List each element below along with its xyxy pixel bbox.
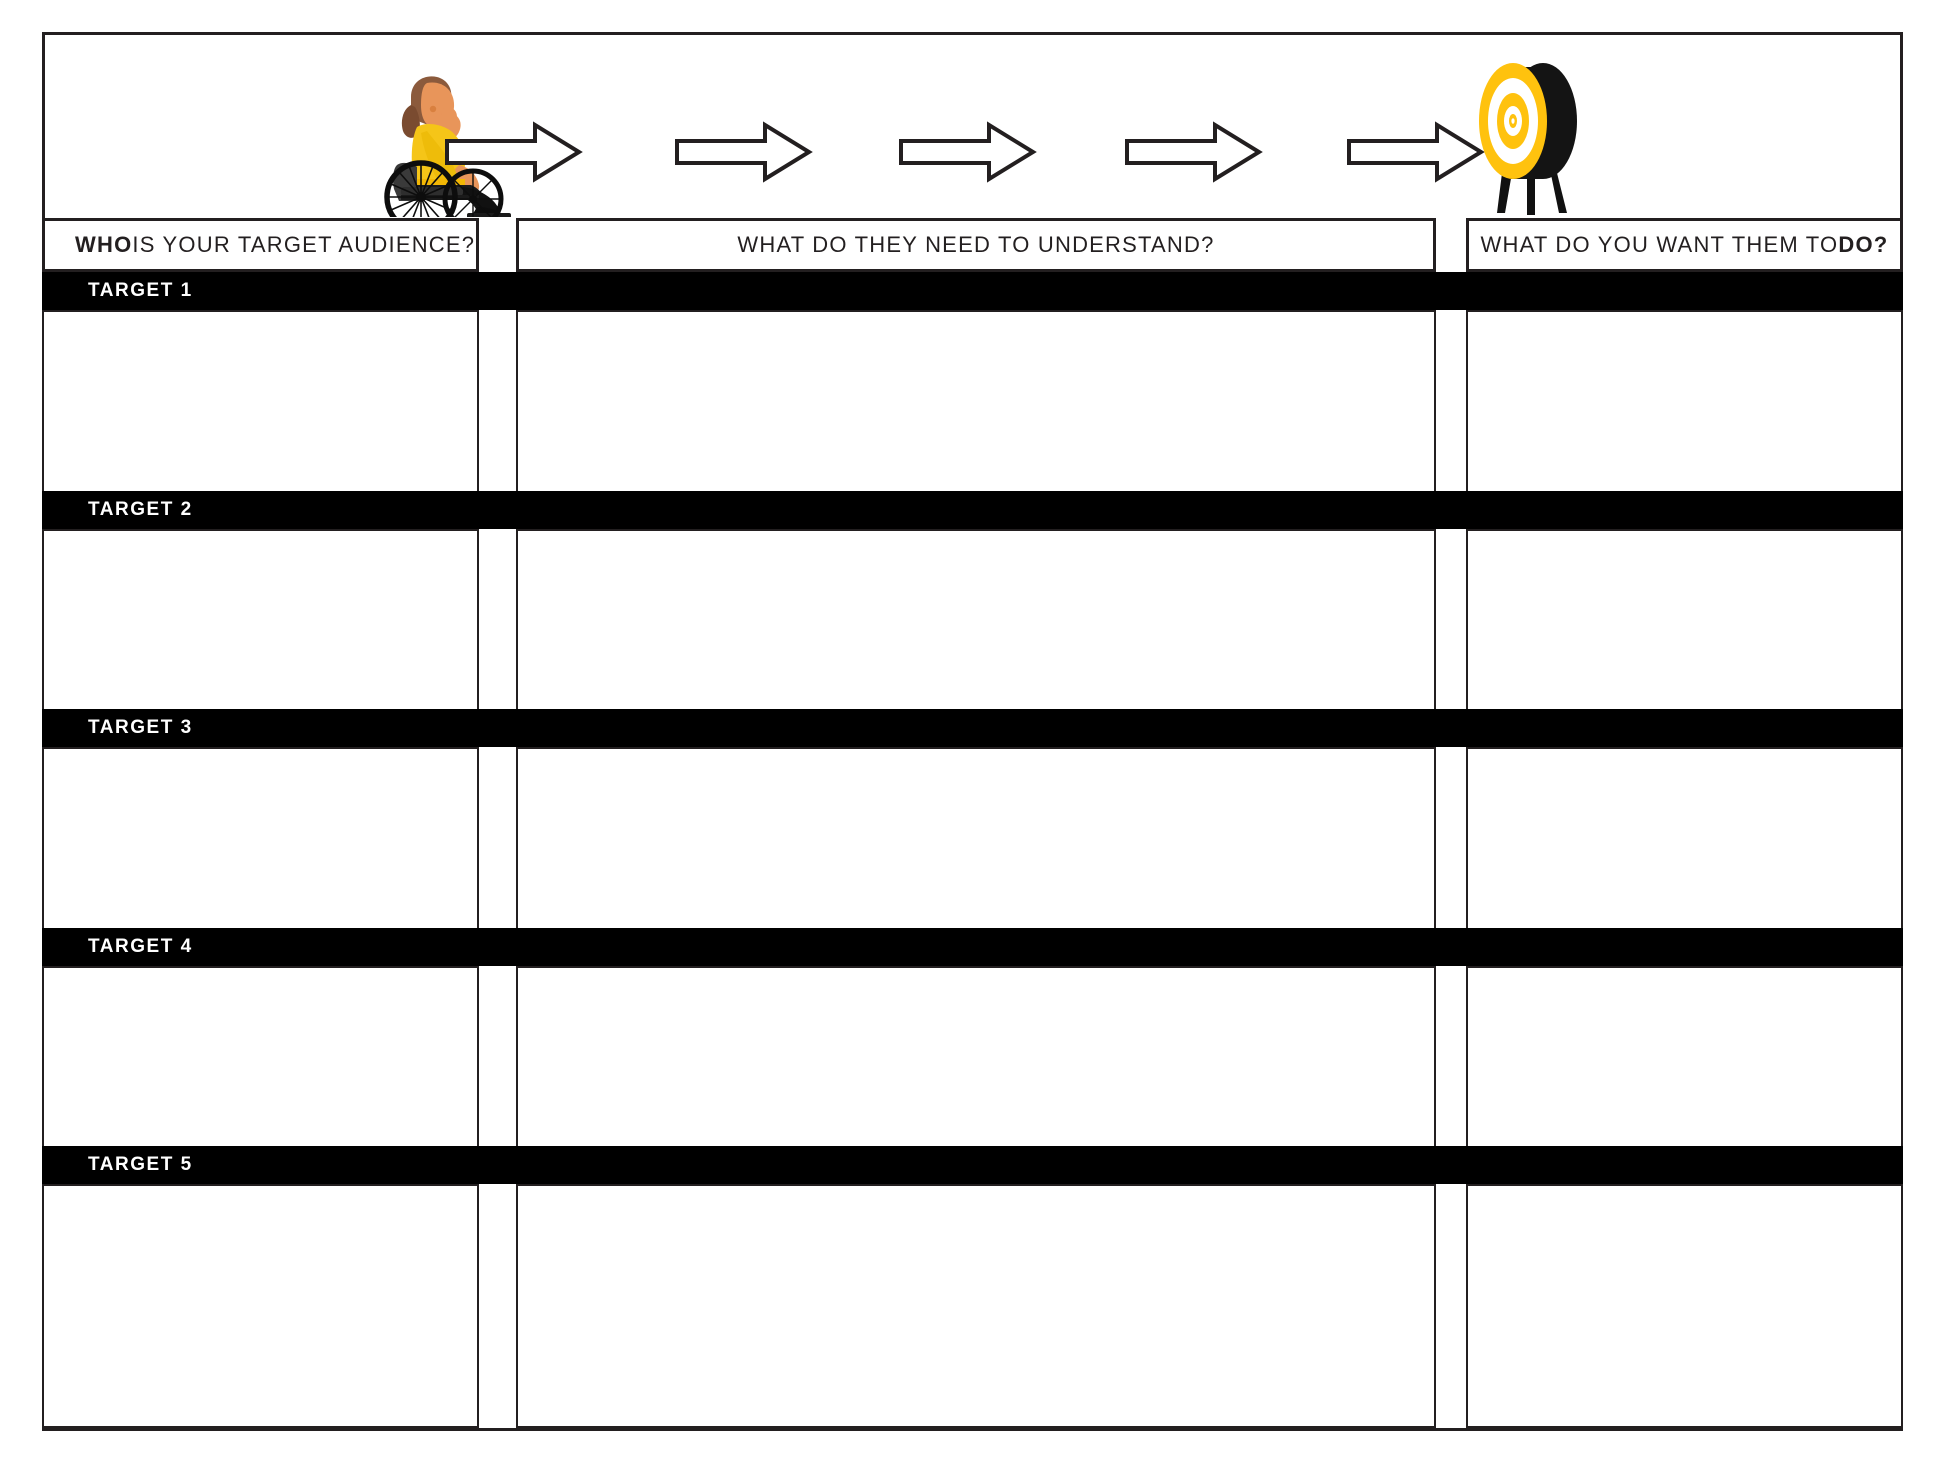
header-who-rest: IS YOUR TARGET AUDIENCE? <box>132 232 476 257</box>
cell-do-3[interactable] <box>1466 747 1903 947</box>
cell-understand-5[interactable] <box>516 1184 1436 1428</box>
arrow-right-icon <box>673 121 813 183</box>
cell-who-2[interactable] <box>42 529 479 728</box>
target-band-label-2: TARGET 2 <box>42 491 1903 529</box>
person-in-wheelchair-icon <box>367 69 517 217</box>
cell-understand-1[interactable] <box>516 310 1436 510</box>
cell-who-4[interactable] <box>42 966 479 1166</box>
header-do-prefix: WHAT DO YOU WANT THEM TO <box>1480 232 1839 257</box>
cell-do-4[interactable] <box>1466 966 1903 1166</box>
column-header-do: WHAT DO YOU WANT THEM TO DO? <box>1466 218 1903 272</box>
column-header-understand: WHAT DO THEY NEED TO UNDERSTAND? <box>516 218 1436 272</box>
cell-who-5[interactable] <box>42 1184 479 1428</box>
cell-who-3[interactable] <box>42 747 479 947</box>
column-header-who: WHO IS YOUR TARGET AUDIENCE? <box>42 218 479 272</box>
cell-understand-4[interactable] <box>516 966 1436 1166</box>
header-understand-text: WHAT DO THEY NEED TO UNDERSTAND? <box>737 232 1215 257</box>
header-who-bold: WHO <box>75 232 133 257</box>
target-band-label-4: TARGET 4 <box>42 928 1903 966</box>
arrow-right-icon <box>443 121 583 183</box>
cell-understand-3[interactable] <box>516 747 1436 947</box>
bullseye-target-icon <box>1475 57 1615 217</box>
illustration-band <box>45 35 1900 217</box>
arrow-right-icon <box>1345 121 1485 183</box>
cell-who-1[interactable] <box>42 310 479 510</box>
arrow-right-icon <box>1123 121 1263 183</box>
target-band-label-3: TARGET 3 <box>42 709 1903 747</box>
target-band-label-1: TARGET 1 <box>42 272 1903 310</box>
cell-do-2[interactable] <box>1466 529 1903 728</box>
target-band-label-5: TARGET 5 <box>42 1146 1903 1184</box>
cell-do-5[interactable] <box>1466 1184 1903 1428</box>
arrow-right-icon <box>897 121 1037 183</box>
cell-do-1[interactable] <box>1466 310 1903 510</box>
cell-understand-2[interactable] <box>516 529 1436 728</box>
header-do-bold: DO? <box>1838 232 1889 257</box>
